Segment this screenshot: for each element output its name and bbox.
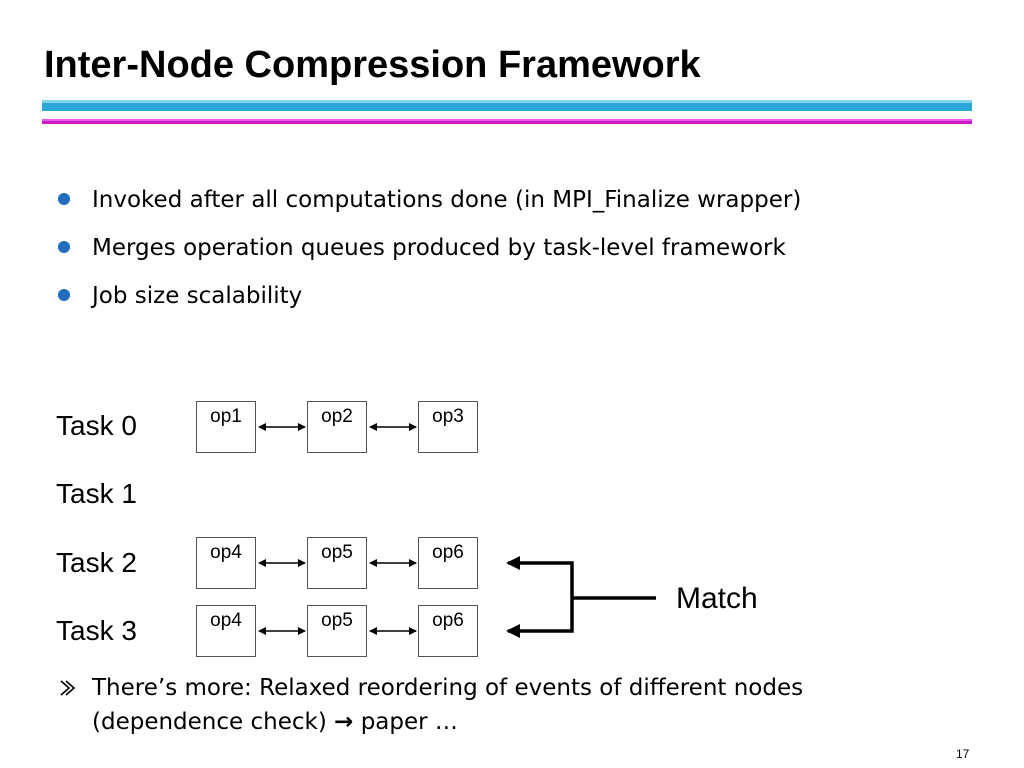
- op-box-task2-3: op6: [418, 537, 478, 589]
- match-bracket-icon: [506, 556, 574, 638]
- slide-title: Inter-Node Compression Framework: [44, 44, 701, 86]
- task-label-2: Task 2: [56, 547, 137, 578]
- bullet-text: Invoked after all computations done (in …: [92, 187, 802, 213]
- op-box-task0-1: op1: [196, 401, 256, 453]
- task-label-1: Task 1: [56, 478, 137, 509]
- note-line-2: (dependence check) → paper …: [58, 705, 803, 739]
- bullet-item: Job size scalability: [58, 278, 801, 326]
- bullet-dot-icon: [58, 289, 70, 301]
- note-item: There’s more: Relaxed reordering of even…: [58, 671, 803, 739]
- bullet-item: Merges operation queues produced by task…: [58, 230, 801, 278]
- note-line-2-before: (dependence check): [92, 709, 335, 735]
- task-label-0: Task 0: [56, 410, 137, 441]
- title-rule-cyan: [42, 100, 972, 111]
- bullet-text: Job size scalability: [92, 283, 303, 309]
- bullet-list: Invoked after all computations done (in …: [58, 182, 801, 326]
- task-label-3: Task 3: [56, 615, 137, 646]
- bullet-dot-icon: [58, 241, 70, 253]
- chevron-right-bullet-icon: [60, 680, 76, 696]
- page-number: 17: [956, 747, 970, 761]
- note-line-2-after: paper …: [353, 709, 458, 735]
- title-rule-magenta-highlight: [42, 119, 972, 121]
- match-label: Match: [676, 582, 758, 615]
- title-rule-magenta: [42, 119, 972, 124]
- right-arrow-icon: →: [334, 709, 354, 735]
- op-box-task3-1: op4: [196, 605, 256, 657]
- note-line-1: There’s more: Relaxed reordering of even…: [92, 675, 804, 701]
- op-box-task2-1: op4: [196, 537, 256, 589]
- op-box-task2-2: op5: [307, 537, 367, 589]
- op-box-task0-3: op3: [418, 401, 478, 453]
- op-box-task3-2: op5: [307, 605, 367, 657]
- bullet-dot-icon: [58, 193, 70, 205]
- op-box-task3-3: op6: [418, 605, 478, 657]
- bullet-text: Merges operation queues produced by task…: [92, 235, 786, 261]
- op-box-task0-2: op2: [307, 401, 367, 453]
- title-rule-cyan-highlight: [42, 100, 972, 103]
- bullet-item: Invoked after all computations done (in …: [58, 182, 801, 230]
